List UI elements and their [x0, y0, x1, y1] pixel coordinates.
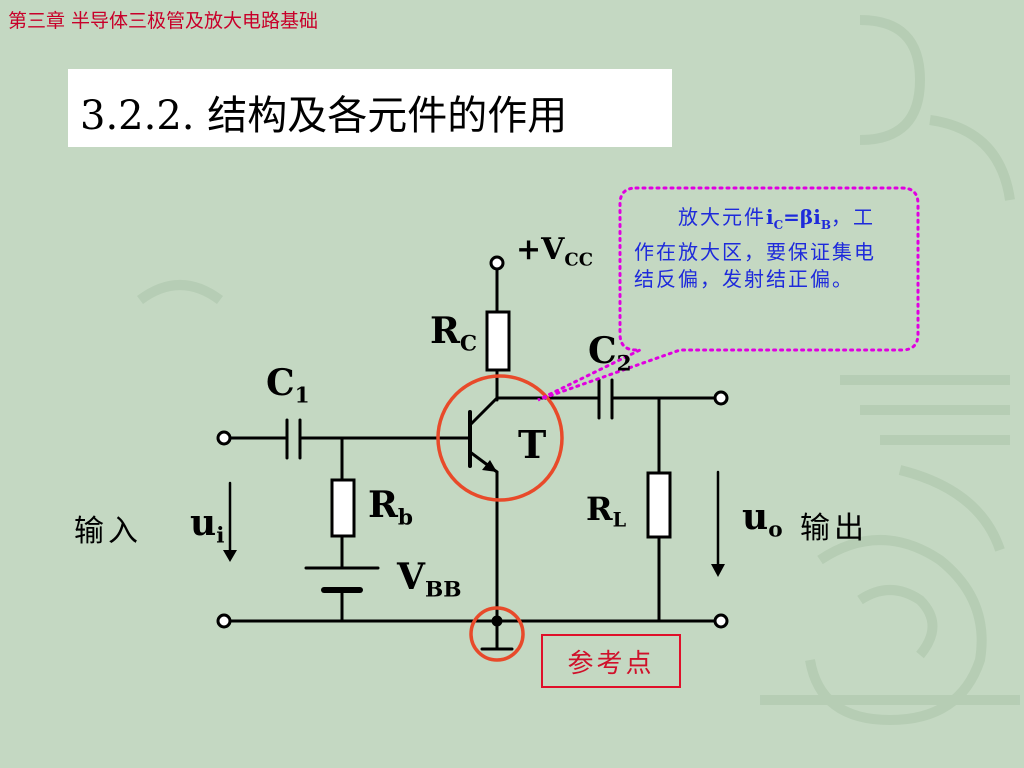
resistor-rc [485, 310, 511, 372]
ui-label: ui [190, 502, 225, 549]
callout-comma: ， [830, 205, 853, 229]
output-terminal-top [713, 390, 729, 406]
title-box: 3.2.2. 结构及各元件的作用 [68, 69, 672, 147]
input-terminal-top [216, 430, 232, 446]
chapter-header: 第三章 半导体三极管及放大电路基础 [8, 10, 319, 32]
callout-formula: iC=βiB [766, 205, 831, 232]
input-terminal-bottom [216, 613, 232, 629]
transistor-label: T [518, 422, 547, 467]
reference-point-box: 参考点 [541, 634, 681, 688]
reference-point-label: 参考点 [567, 648, 655, 679]
rl-label: RL [586, 490, 627, 532]
c1-label: C1 [266, 362, 310, 409]
input-text: 输入 [74, 514, 142, 549]
callout-prefix: 放大元件 [678, 205, 766, 229]
rc-label: RC [430, 310, 478, 357]
emitter-arrow-icon [482, 460, 497, 472]
slide-title: 3.2.2. 结构及各元件的作用 [80, 93, 568, 139]
uo-arrow-icon [711, 564, 725, 577]
rb-label: Rb [368, 484, 414, 531]
vcc-label: +VCC [516, 232, 594, 271]
transistor-highlight-circle [436, 374, 564, 502]
vcc-terminal [489, 255, 505, 271]
ui-arrow-icon [223, 550, 237, 562]
resistor-rb [330, 478, 356, 538]
callout-bubble [537, 186, 920, 402]
uo-label: uo [742, 496, 783, 543]
output-text: 输出 [800, 511, 868, 546]
resistor-rl [646, 471, 672, 539]
callout-text: 放大元件iC=βiB，工作在放大区，要保证集电结反偏，发射结正偏。 [634, 204, 896, 293]
c2-label: C2 [588, 330, 632, 377]
vbb-label: VBB [397, 556, 462, 603]
output-terminal-bottom [713, 613, 729, 629]
callout-rest: 工作在放大区，要保证集电结反偏，发射结正偏。 [634, 205, 876, 291]
reference-highlight-circle [469, 606, 525, 662]
transistor-collector [468, 396, 499, 427]
